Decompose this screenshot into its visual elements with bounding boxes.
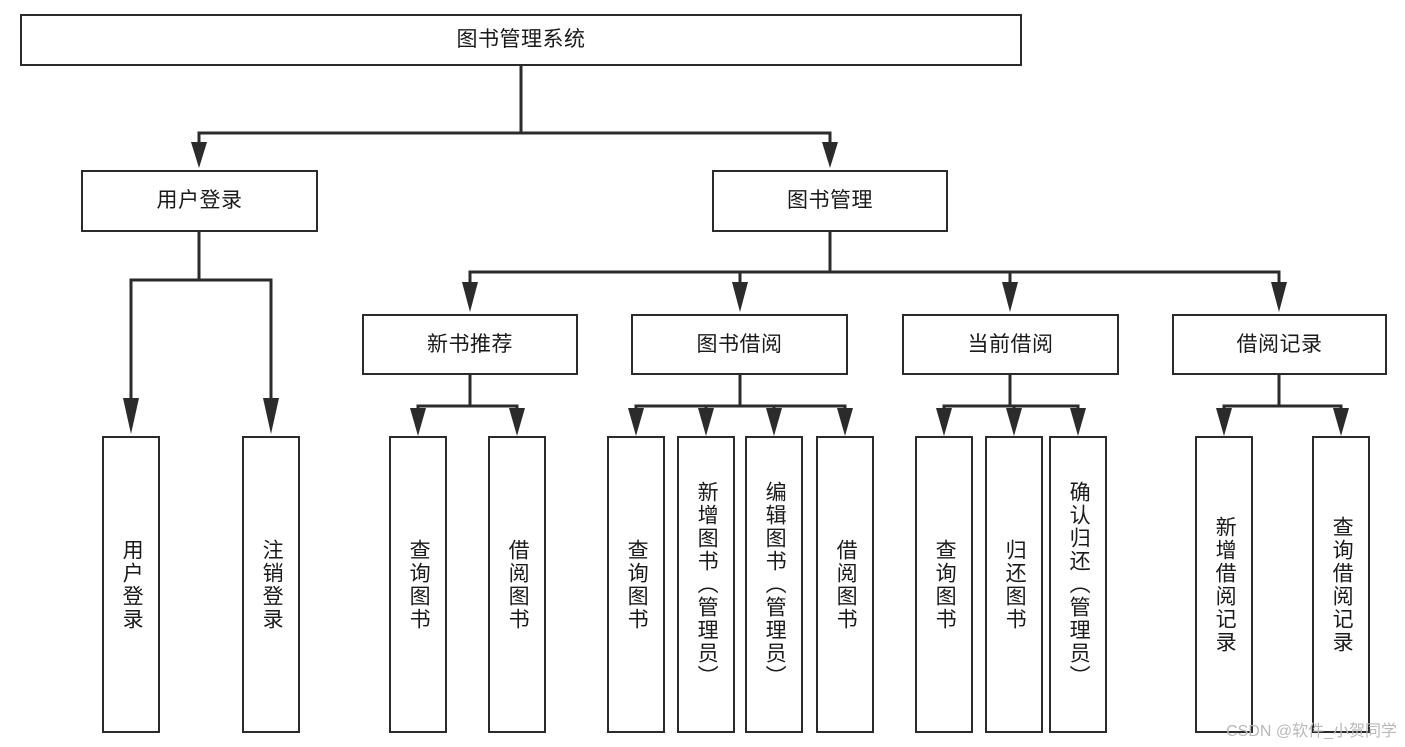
arrowheads: [123, 142, 1349, 436]
node-book-management-label: 图书管理: [787, 189, 873, 213]
arrowhead-to-new-book: [462, 282, 478, 312]
node-book-borrow-label: 图书借阅: [696, 332, 783, 356]
node-leaf-query-book-2-label: 查询图书: [625, 538, 649, 631]
arrowhead-cb-leaf1: [936, 408, 952, 436]
arrowhead-nb-leaf2: [509, 408, 525, 436]
node-leaf-borrow-book-2-label: 借阅图书: [834, 538, 858, 631]
arrowhead-br-leaf2: [1333, 408, 1349, 436]
node-leaf-return-book-label: 归还图书: [1003, 538, 1027, 631]
arrowhead-bb-leaf4: [837, 408, 853, 436]
arrowhead-to-leaf-user-logout: [263, 398, 279, 434]
arrowhead-to-borrow-record: [1271, 282, 1287, 312]
node-leaf-borrow-book-1[interactable]: 借阅图书: [488, 436, 546, 733]
node-user-login[interactable]: 用户登录: [81, 170, 318, 232]
arrowhead-bb-leaf1: [628, 408, 644, 436]
arrowhead-bb-leaf3: [766, 408, 782, 436]
node-book-management[interactable]: 图书管理: [712, 170, 948, 232]
node-new-book-recommend[interactable]: 新书推荐: [362, 314, 578, 375]
node-leaf-confirm-return[interactable]: 确认归还（管理员）: [1049, 436, 1107, 733]
node-leaf-confirm-return-label: 确认归还（管理员）: [1067, 481, 1091, 688]
arrowhead-cb-leaf2: [1006, 408, 1022, 436]
node-book-borrow[interactable]: 图书借阅: [631, 314, 848, 375]
node-leaf-user-logout[interactable]: 注销登录: [242, 436, 300, 733]
arrowhead-to-current-borrow: [1002, 282, 1018, 312]
node-leaf-add-record-label: 新增借阅记录: [1213, 515, 1237, 654]
arrowhead-to-book-management: [822, 142, 838, 168]
node-leaf-edit-book[interactable]: 编辑图书（管理员）: [745, 436, 803, 733]
node-root-label: 图书管理系统: [456, 28, 586, 52]
node-leaf-borrow-book-2[interactable]: 借阅图书: [816, 436, 874, 733]
node-current-borrow-label: 当前借阅: [967, 332, 1054, 356]
node-leaf-return-book[interactable]: 归还图书: [985, 436, 1043, 733]
node-leaf-add-book[interactable]: 新增图书（管理员）: [677, 436, 735, 733]
node-leaf-query-book-1[interactable]: 查询图书: [389, 436, 447, 733]
node-leaf-query-record-label: 查询借阅记录: [1330, 515, 1354, 654]
node-leaf-add-record[interactable]: 新增借阅记录: [1195, 436, 1253, 733]
node-root[interactable]: 图书管理系统: [20, 14, 1022, 66]
arrowhead-bb-leaf2: [698, 408, 714, 436]
node-leaf-user-logout-label: 注销登录: [260, 538, 284, 631]
node-leaf-query-book-2[interactable]: 查询图书: [607, 436, 665, 733]
node-current-borrow[interactable]: 当前借阅: [902, 314, 1119, 375]
arrowhead-cb-leaf3: [1070, 408, 1086, 436]
node-leaf-borrow-book-1-label: 借阅图书: [506, 538, 530, 631]
node-leaf-user-login[interactable]: 用户登录: [102, 436, 160, 733]
node-user-login-label: 用户登录: [156, 189, 243, 213]
arrowhead-to-book-borrow: [732, 282, 748, 312]
node-leaf-edit-book-label: 编辑图书（管理员）: [763, 481, 787, 688]
node-leaf-user-login-label: 用户登录: [120, 538, 144, 631]
node-borrow-record[interactable]: 借阅记录: [1172, 314, 1387, 375]
arrowhead-nb-leaf1: [410, 408, 426, 436]
arrowhead-br-leaf1: [1216, 408, 1232, 436]
node-leaf-query-book-3-label: 查询图书: [933, 538, 957, 631]
arrowhead-to-user-login: [191, 142, 207, 168]
node-leaf-query-record[interactable]: 查询借阅记录: [1312, 436, 1370, 733]
node-borrow-record-label: 借阅记录: [1236, 332, 1323, 356]
node-new-book-recommend-label: 新书推荐: [427, 332, 513, 356]
node-leaf-add-book-label: 新增图书（管理员）: [695, 481, 719, 688]
node-leaf-query-book-1-label: 查询图书: [407, 538, 431, 631]
watermark-text: CSDN @软件_小贺同学: [1226, 723, 1397, 740]
node-leaf-query-book-3[interactable]: 查询图书: [915, 436, 973, 733]
arrowhead-to-leaf-user-login: [123, 398, 139, 434]
